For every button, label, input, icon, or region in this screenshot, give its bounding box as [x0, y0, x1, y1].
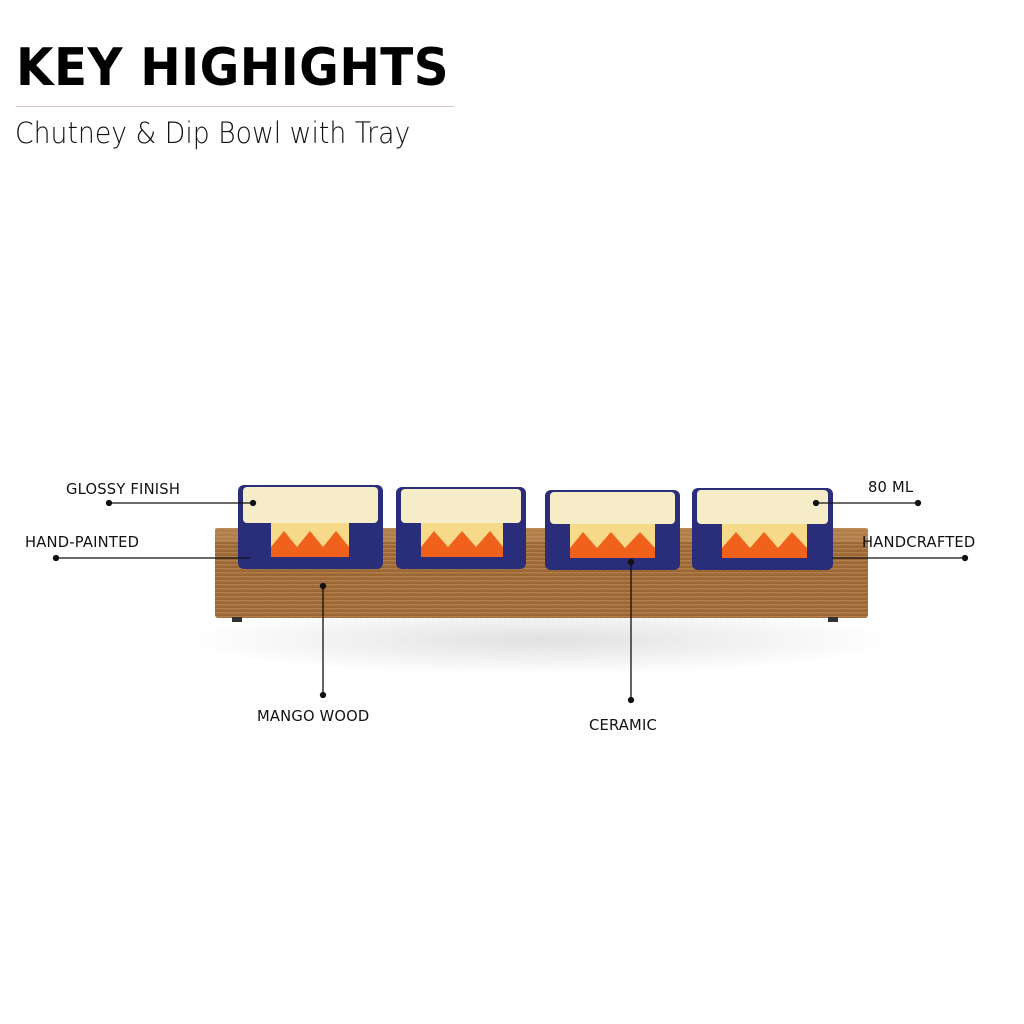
- callout-glossy-finish: GLOSSY FINISH: [66, 480, 181, 498]
- callout-ceramic: CERAMIC: [589, 716, 657, 734]
- callout-hand-painted: HAND-PAINTED: [25, 533, 140, 551]
- callout-mango-wood: MANGO WOOD: [257, 707, 370, 725]
- ceramic-bowl: [396, 487, 526, 569]
- title-divider: [16, 106, 454, 107]
- tray-shadow: [180, 605, 900, 675]
- ceramic-bowl: [545, 490, 680, 570]
- page-title: KEY HIGHIGHTS: [16, 38, 450, 98]
- callout-lines: [52, 499, 969, 704]
- ceramic-bowl: [692, 488, 833, 570]
- callout-handcrafted: HANDCRAFTED: [862, 533, 976, 551]
- ceramic-bowl: [238, 485, 383, 569]
- callout-capacity: 80 ML: [868, 478, 914, 496]
- page-subtitle: Chutney & Dip Bowl with Tray: [15, 116, 411, 150]
